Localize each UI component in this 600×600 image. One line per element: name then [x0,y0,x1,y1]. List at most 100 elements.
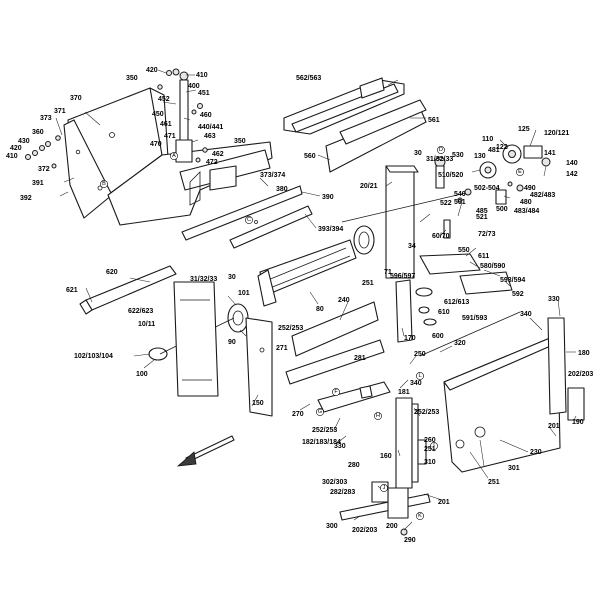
part-label: 450 [152,111,164,118]
drive-assembly [341,144,551,326]
part-label: 240 [338,297,350,304]
part-label: 400 [188,83,200,90]
bolt-290 [400,528,408,536]
part-label: 301 [508,465,520,472]
rod-clamp [175,139,193,163]
base-assembly [176,311,585,536]
part-label: 452 [158,96,170,103]
callout-letter: K [418,513,422,519]
part-label: 160 [380,453,392,460]
part-label: 371 [54,108,66,115]
drive-shaft [341,191,471,223]
part-label: 200 [386,523,398,530]
nut-410b [25,154,31,160]
callout-letter: F [334,389,338,395]
part-label: 270 [292,411,304,418]
part-label: 592 [512,291,524,298]
part-label: 281 [354,355,366,362]
part-label: 530 [452,152,464,159]
part-label: 251 [488,479,500,486]
side-panel-150 [245,317,273,417]
part-label: 522 [440,200,452,207]
part-label: 182/183/184 [302,439,341,446]
washer-522 [457,197,463,203]
part-label: 122 [496,144,508,151]
part-label: 471 [164,133,176,140]
part-label: 302/303 [322,479,347,486]
part-label: 181 [398,389,410,396]
part-label: 620 [106,269,118,276]
pulley-90 [227,303,249,333]
part-label: 140 [566,160,578,167]
part-label: 440/441 [198,124,223,131]
part-label: 373 [40,115,52,122]
part-label: 310 [424,459,436,466]
disc-610 [418,306,430,314]
part-label: 373/374 [260,172,285,179]
part-label: 472 [206,159,218,166]
callout-letter: J [383,485,386,491]
part-label: 612/613 [444,299,469,306]
part-label: 340 [410,380,422,387]
part-label: 330 [334,443,346,450]
side-panels [173,279,413,417]
part-label: 141 [544,150,556,157]
rotor-blade [269,255,351,289]
part-label: 360 [32,129,44,136]
bar-620 [85,265,177,311]
side-plate-20 [385,165,415,279]
bearing-100 [148,347,168,361]
part-label: 560 [304,153,316,160]
hood-hole [109,132,115,138]
part-label: 251 [362,280,374,287]
post-160 [395,397,413,489]
part-label: 202/203 [352,527,377,534]
part-label: 370 [70,95,82,102]
side-panel-170 [395,279,413,343]
spring-550 [443,219,451,239]
part-label: 521 [476,214,488,221]
motor-120 [523,145,543,159]
disc-612 [415,287,433,297]
part-label: 10/11 [138,321,155,328]
callout-letter: G [318,409,322,415]
part-label: 460 [200,112,212,119]
deflector-bar-390 [181,185,303,241]
roller-wheel-inner [358,231,370,249]
bolt-400 [157,84,163,90]
part-label: 483/484 [514,208,539,215]
part-label: 260 [424,437,436,444]
part-label: 561 [428,117,440,124]
part-label: 71 [384,269,392,276]
hood-side-flange [63,119,113,219]
nut-410 [172,68,180,76]
part-label: 320 [454,340,466,347]
side-panel-10 [173,281,219,397]
part-label: 562/563 [296,75,321,82]
part-label: 190 [572,419,584,426]
part-label: 34 [408,243,416,250]
part-label: 392 [20,195,32,202]
part-label: 500 [496,206,508,213]
part-label: 610 [438,309,450,316]
plate-561 [339,99,427,145]
part-label: 502-504 [474,185,500,192]
callout-letter: H [376,413,380,419]
frame-block [359,77,385,99]
spring-510 [435,165,445,189]
base-hole [474,426,486,438]
part-label: 252/253 [414,409,439,416]
spring-260 [417,439,427,465]
part-label: 390 [322,194,334,201]
washer-420b [32,150,38,156]
part-label: 490 [524,185,536,192]
frame-bar [291,83,399,133]
part-label: 463 [204,133,216,140]
rotor-drum-80 [259,239,357,297]
rotor-blade [267,247,347,281]
base-hole [455,439,465,449]
part-label: 90 [228,339,236,346]
part-label: 31/32/33 [426,156,453,163]
leader-lines [55,69,577,531]
part-label: 30 [228,274,236,281]
